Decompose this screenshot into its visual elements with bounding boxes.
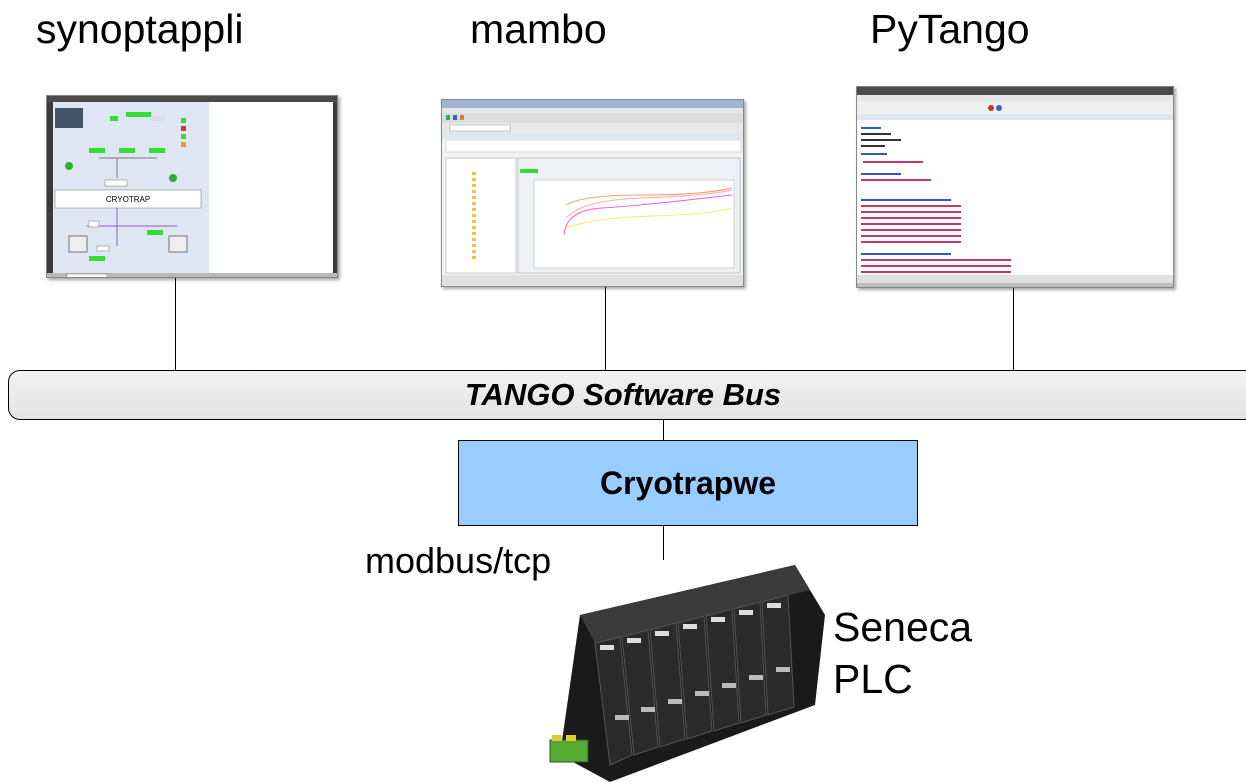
plc-label: Seneca PLC xyxy=(833,601,972,705)
app-label-pytango: PyTango xyxy=(870,6,1030,52)
plc-label-line2: PLC xyxy=(833,656,913,702)
protocol-label: modbus/tcp xyxy=(365,540,552,581)
app-label-synoptappli: synoptappli xyxy=(36,6,244,52)
bus-label: TANGO Software Bus xyxy=(464,377,782,412)
connector-pytango-bus xyxy=(1013,288,1014,370)
pytango-screen-image xyxy=(857,87,1173,287)
device-server-box: Cryotrapwe xyxy=(458,440,918,526)
connector-device-plc xyxy=(663,526,664,560)
synoptic-title: CRYOTRAP xyxy=(106,195,150,204)
tango-software-bus: TANGO Software Bus xyxy=(8,370,1246,420)
app-label-mambo: mambo xyxy=(470,6,607,52)
connector-bus-device xyxy=(663,420,664,440)
connector-synoptappli-bus xyxy=(175,278,176,370)
pytango-screenshot xyxy=(856,86,1174,288)
synoptappli-screenshot: CRYOTRAP xyxy=(46,95,338,278)
device-server-label: Cryotrapwe xyxy=(599,464,777,501)
plc-label-line1: Seneca xyxy=(833,604,973,650)
mambo-screenshot xyxy=(441,99,744,287)
seneca-plc-image xyxy=(549,565,825,782)
connector-mambo-bus xyxy=(605,287,606,370)
mambo-screen-image xyxy=(442,100,743,286)
synoptic-screen-image: CRYOTRAP xyxy=(47,96,337,277)
